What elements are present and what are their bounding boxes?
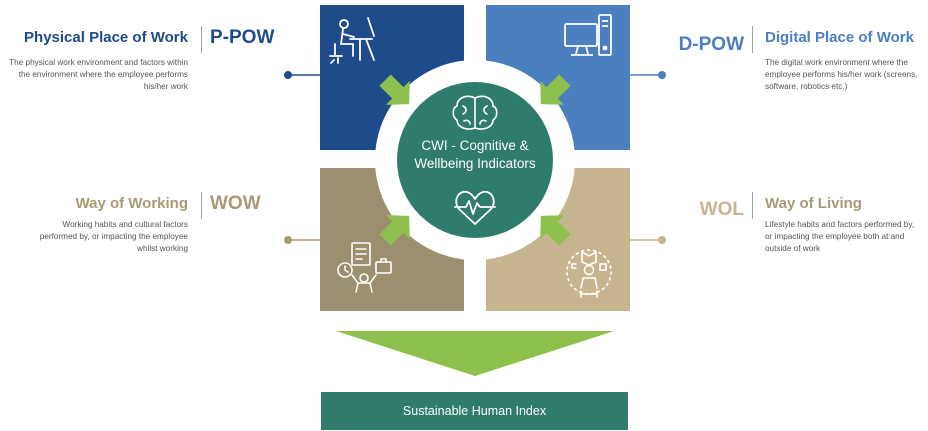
wol-divider: [752, 192, 753, 219]
heartbeat-icon: [454, 190, 496, 225]
ppow-title: Physical Place of Work: [24, 29, 188, 46]
cwi-circle: [397, 82, 553, 238]
dpow-abbr: D-POW: [678, 34, 744, 55]
connector-wol: [630, 236, 666, 244]
ppow-description: The physical work environment and factor…: [9, 58, 188, 91]
person-at-desk-icon: [329, 17, 375, 64]
connector-ppow: [284, 71, 320, 79]
ppow-divider: [201, 26, 202, 53]
desktop-computer-icon: [564, 14, 612, 56]
wow-title: Way of Working: [75, 195, 189, 212]
wow-abbr: WOW: [210, 193, 261, 214]
collaboration-icon: [337, 242, 392, 293]
arrow-ppow: [379, 74, 410, 105]
dpow-divider: [752, 26, 753, 53]
connector-dpow: [630, 71, 666, 79]
arrow-dpow: [540, 74, 571, 105]
wol-abbr: WOL: [699, 199, 744, 220]
lifestyle-person-icon: [566, 249, 612, 298]
ppow-abbr: P-POW: [210, 27, 275, 48]
arrow-wow: [379, 215, 410, 246]
wol-description: Lifestyle habits and factors performed b…: [765, 220, 915, 253]
down-arrow: [336, 331, 614, 376]
dpow-title: Digital Place of Work: [765, 29, 914, 46]
sustainable-human-index-box: [321, 392, 628, 430]
connector-wow: [284, 236, 320, 244]
wow-divider: [201, 192, 202, 219]
dpow-description: The digital work environment where the e…: [765, 58, 918, 91]
wow-description: Working habits and cultural factors perf…: [39, 220, 188, 253]
cwi-label: CWI - Cognitive & Wellbeing Indicators: [414, 138, 536, 171]
wol-title: Way of Living: [765, 195, 862, 212]
arrow-wol: [540, 215, 571, 246]
sustainable-human-index-label: Sustainable Human Index: [402, 404, 547, 418]
brain-icon: [452, 95, 498, 130]
